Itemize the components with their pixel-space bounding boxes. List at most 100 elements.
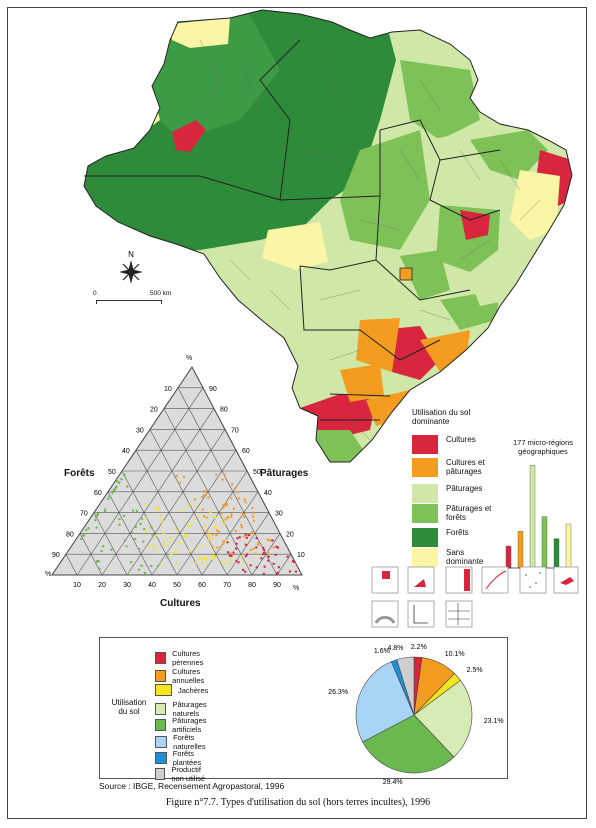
ternary-point <box>96 512 100 516</box>
ternary-point <box>170 552 173 556</box>
landuse-swatch <box>155 703 167 715</box>
ternary-point <box>180 509 183 512</box>
ternary-point <box>150 526 153 529</box>
ternary-point <box>275 572 279 575</box>
histogram-bar <box>529 465 536 569</box>
ternary-point <box>251 506 254 510</box>
scale-zero: 0 <box>93 290 97 297</box>
ternary-point <box>182 532 185 535</box>
ternary-point <box>222 506 225 509</box>
pie-slice <box>413 679 473 758</box>
ternary-point <box>202 515 206 518</box>
ternary-tick-right: 90 <box>209 386 217 393</box>
ternary-point <box>272 562 275 566</box>
ternary-point <box>288 570 292 573</box>
ternary-point <box>184 534 188 538</box>
ternary-point <box>95 514 99 517</box>
ternary-point <box>162 531 165 535</box>
ternary-point <box>223 522 226 525</box>
ternary-point <box>245 553 249 556</box>
ternary-point <box>249 564 252 567</box>
ternary-tick-bottom: 90 <box>273 582 281 589</box>
ternary-point <box>174 548 177 551</box>
ternary-gridline <box>177 387 278 576</box>
legend-label: Forêts <box>446 528 469 537</box>
landuse-box <box>99 637 508 779</box>
ternary-point <box>214 525 218 528</box>
legend-label: Sans dominante <box>446 548 484 566</box>
legend-swatch <box>412 528 438 547</box>
ternary-point <box>156 564 160 568</box>
landuse-label: Productif non utilisé <box>171 765 206 783</box>
ternary-point <box>187 504 190 507</box>
ternary-point <box>238 536 241 539</box>
pie-label: 23.1% <box>484 718 504 725</box>
pie-label: 10.1% <box>445 651 465 658</box>
ternary-point <box>234 529 237 533</box>
ternary-point <box>242 562 246 565</box>
ternary-tick-left: 40 <box>122 448 130 455</box>
ternary-point <box>236 537 239 540</box>
ternary-point <box>97 560 101 563</box>
ternary-point <box>169 536 173 540</box>
ternary-gridline <box>107 491 153 576</box>
ternary-tick-right: 80 <box>220 407 228 414</box>
ternary-tick-bottom: 40 <box>148 582 156 589</box>
legend-label: Cultures <box>446 435 476 444</box>
scale-distance: 500 km <box>150 290 172 297</box>
ternary-gridline <box>65 554 78 576</box>
ternary-point <box>220 519 224 522</box>
ternary-point <box>126 485 129 488</box>
legend-title: Utilisation du sol dominante <box>412 408 471 426</box>
ternary-point <box>241 513 245 517</box>
ternary-point <box>254 552 257 555</box>
ternary-point <box>252 511 255 515</box>
ternary-point <box>137 568 141 571</box>
ternary-point <box>239 523 243 527</box>
ternary-point <box>228 562 232 565</box>
ternary-point <box>271 539 274 542</box>
ternary-point <box>117 481 121 484</box>
ternary-percent-left: % <box>45 571 52 578</box>
ternary-point <box>211 533 214 536</box>
ternary-point <box>142 540 145 543</box>
ternary-point <box>252 547 255 551</box>
landuse-label: Cultures annuelles <box>172 667 205 685</box>
thumb-bar-icon <box>464 569 470 591</box>
legend-item: Cultures et pâturages <box>412 458 496 477</box>
ternary-point <box>223 504 227 507</box>
ternary-point <box>188 549 191 552</box>
ternary-point <box>131 509 135 512</box>
landuse-legend-item: Jachères <box>155 684 208 696</box>
ternary-point <box>161 519 164 522</box>
histogram-title: 177 micro-régions géographiques <box>512 438 574 456</box>
ternary-point <box>222 542 225 545</box>
ternary-point <box>166 556 169 559</box>
ternary-point <box>247 533 250 537</box>
ternary-point <box>252 519 256 522</box>
ternary-point <box>232 551 235 554</box>
ternary-point <box>227 516 230 519</box>
ternary-point <box>250 531 254 534</box>
legend-item: Pâturages et forêts <box>412 504 496 523</box>
pie-label: 29.4% <box>383 779 403 786</box>
pie-slice <box>396 656 415 716</box>
ternary-point <box>232 507 235 510</box>
thumb-curve-icon <box>485 570 507 590</box>
ternary-point <box>214 473 218 476</box>
legend-swatch <box>412 484 438 503</box>
ternary-point <box>125 545 128 548</box>
pie-label: 2.2% <box>411 644 427 651</box>
ternary-point <box>84 528 88 532</box>
ternary-tick-bottom: 10 <box>73 582 81 589</box>
ternary-tick-bottom: 20 <box>98 582 106 589</box>
ternary-point <box>187 525 190 528</box>
ternary-point <box>152 544 155 548</box>
thumb-square-icon <box>382 571 390 579</box>
ternary-point <box>245 543 248 547</box>
ternary-point <box>257 541 260 545</box>
ternary-point <box>201 544 204 547</box>
ternary-tick-left: 70 <box>80 511 88 518</box>
scale-bar <box>96 300 162 304</box>
thumb-scatter-icon <box>525 572 541 588</box>
